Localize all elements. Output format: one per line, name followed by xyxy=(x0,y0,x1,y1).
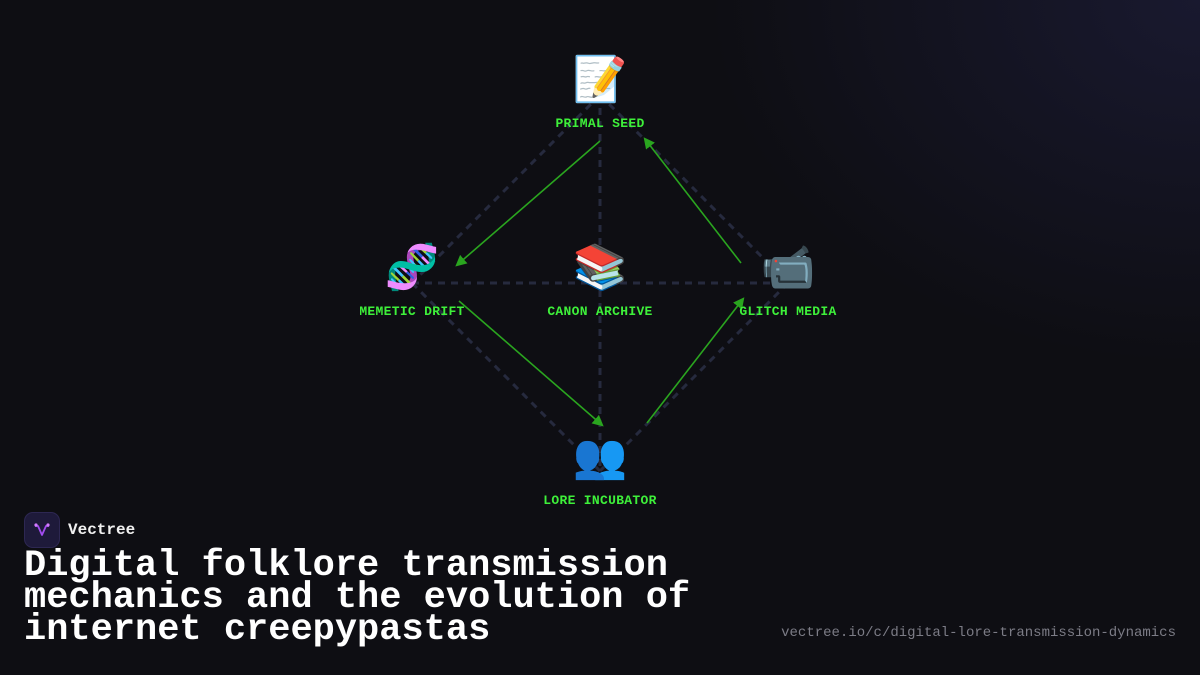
dashed-edge-bottom-right xyxy=(598,281,790,473)
dna-icon: 🧬 xyxy=(384,242,440,293)
page-title-line: Digital folklore transmission xyxy=(24,545,668,587)
flow-arrow-lore-incubator-to-glitch-media xyxy=(646,297,745,424)
node-label-canon-archive: CANON ARCHIVE xyxy=(547,304,653,319)
brand-name: Vectree xyxy=(68,521,136,539)
dashed-edges xyxy=(410,93,790,473)
node-label-glitch-media: GLITCH MEDIA xyxy=(739,304,837,319)
video-camera-icon: 📹 xyxy=(760,242,816,293)
dashed-edge-top-right xyxy=(598,93,790,285)
node-label-memetic-drift: MEMETIC DRIFT xyxy=(359,304,465,319)
node-label-primal-seed: PRIMAL SEED xyxy=(555,116,645,131)
dashed-edge-top-left xyxy=(410,93,602,285)
memo-icon: 📝 xyxy=(572,54,628,105)
node-label-lore-incubator: LORE INCUBATOR xyxy=(543,493,657,508)
flow-arrows xyxy=(455,137,745,427)
page-title: Digital folklore transmission mechanics … xyxy=(24,545,744,651)
source-url[interactable]: vectree.io/c/digital-lore-transmission-d… xyxy=(781,625,1176,641)
page-title-line: mechanics and the evolution of xyxy=(24,577,691,619)
flow-arrow-primal-seed-to-memetic-drift xyxy=(455,140,601,267)
books-icon: 📚 xyxy=(572,242,628,293)
vectree-logo-icon xyxy=(24,512,60,548)
dashed-edge-bottom-left xyxy=(410,281,602,473)
flow-arrow-glitch-media-to-primal-seed xyxy=(643,137,742,264)
brand: Vectree xyxy=(24,512,135,548)
page-title-line: internet creepypastas xyxy=(24,609,491,651)
people-icon: 👥 xyxy=(572,431,628,482)
flow-arrow-memetic-drift-to-lore-incubator xyxy=(458,300,604,427)
